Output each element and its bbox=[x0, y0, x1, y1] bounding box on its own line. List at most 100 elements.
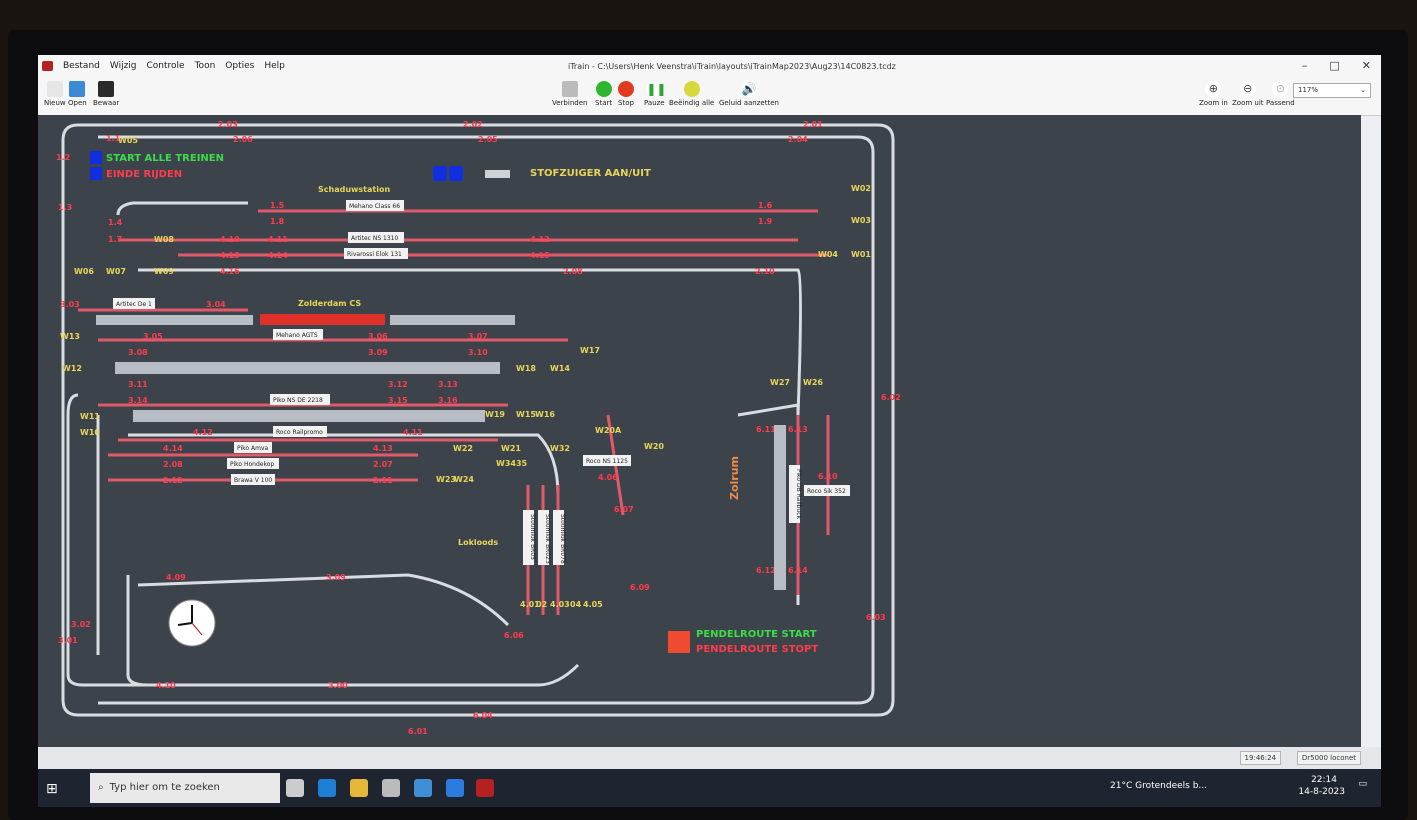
block-label: 4.03 bbox=[550, 600, 570, 609]
photos-icon[interactable] bbox=[414, 779, 432, 797]
new-file-icon bbox=[46, 81, 63, 97]
vacuum-toggle-b[interactable] bbox=[449, 166, 463, 181]
track-layout-canvas[interactable]: 1.1 1.2 1.3 1.4 1.7 2.03 2.02 2.01 2.06 … bbox=[38, 115, 1361, 747]
start-icon bbox=[595, 81, 612, 97]
end-driving-toggle[interactable] bbox=[90, 167, 102, 180]
sound-button[interactable]: 🔊 Geluid aanzetten bbox=[719, 81, 779, 107]
stop-button[interactable]: Stop bbox=[618, 81, 634, 107]
train-box[interactable] bbox=[273, 329, 323, 340]
block-label: 3.16 bbox=[438, 396, 458, 405]
switch-label: W32 bbox=[550, 444, 570, 453]
speaker-icon: 🔊 bbox=[740, 81, 757, 97]
end-all-button[interactable]: Beëindig alle bbox=[669, 81, 714, 107]
block-label: 2.04 bbox=[788, 135, 808, 144]
block-label: 2.01 bbox=[803, 120, 823, 129]
screen: Bestand Wijzig Controle Toon Opties Help… bbox=[38, 55, 1381, 807]
maximize-icon[interactable]: □ bbox=[1329, 59, 1340, 72]
block-label: 3.11 bbox=[128, 380, 148, 389]
minimize-icon[interactable]: – bbox=[1301, 59, 1308, 72]
train-box[interactable] bbox=[804, 485, 850, 496]
itrain-taskbar-icon[interactable] bbox=[476, 779, 494, 797]
train-label: Mehano Class 66 bbox=[349, 203, 400, 210]
train-box[interactable] bbox=[789, 465, 800, 523]
itrain-logo-icon bbox=[42, 61, 53, 71]
train-box[interactable] bbox=[270, 394, 330, 405]
start-button[interactable]: Start bbox=[595, 81, 612, 107]
train-box[interactable] bbox=[523, 510, 534, 565]
clock-date[interactable]: 14-8-2023 bbox=[1298, 787, 1345, 797]
train-box[interactable] bbox=[344, 248, 408, 259]
block-label: 6.12 bbox=[756, 566, 776, 575]
train-box[interactable] bbox=[553, 510, 564, 565]
train-label: Stoomlok BR05 bbox=[529, 514, 536, 560]
edge-icon[interactable] bbox=[318, 779, 336, 797]
zoom-in-button[interactable]: ⊕ Zoom in bbox=[1199, 81, 1228, 107]
train-box[interactable] bbox=[583, 455, 631, 466]
train-box[interactable] bbox=[227, 458, 279, 469]
menu-help[interactable]: Help bbox=[264, 61, 285, 71]
open-button[interactable]: Open bbox=[68, 81, 87, 107]
switch-label: W18 bbox=[516, 364, 536, 373]
menu-opties[interactable]: Opties bbox=[225, 61, 255, 71]
zoom-out-button[interactable]: ⊖ Zoom uit bbox=[1232, 81, 1264, 107]
train-box[interactable] bbox=[348, 232, 404, 243]
block-label: 3.00 bbox=[328, 681, 348, 690]
block-label: 3.09 bbox=[326, 573, 346, 582]
store-icon[interactable] bbox=[382, 779, 400, 797]
control-labels: START ALLE TREINEN EINDE RIJDEN PENDELRO… bbox=[90, 151, 818, 655]
train-box[interactable] bbox=[113, 298, 155, 309]
new-button[interactable]: Nieuw bbox=[44, 81, 66, 107]
zoom-select[interactable]: 117%⌄ bbox=[1293, 83, 1371, 98]
windows-taskbar: ⊞ ⌕Typ hier om te zoeken 21°C Grotendeel… bbox=[38, 769, 1381, 807]
switch-label: W05 bbox=[118, 136, 138, 145]
switch-label: W26 bbox=[803, 378, 823, 387]
train-box[interactable] bbox=[234, 442, 272, 453]
file-explorer-icon[interactable] bbox=[350, 779, 368, 797]
block-label: 4.15 bbox=[530, 251, 550, 260]
block-label: 3.15 bbox=[388, 396, 408, 405]
train-box[interactable] bbox=[346, 200, 404, 211]
task-view-icon[interactable] bbox=[286, 779, 304, 797]
block-label: 6.06 bbox=[504, 631, 524, 640]
block-label: 2.08 bbox=[163, 460, 183, 469]
block-label: 4.10 bbox=[220, 235, 240, 244]
switch-label: W09 bbox=[154, 267, 174, 276]
status-controller[interactable]: Dr5000 loconet bbox=[1296, 751, 1361, 765]
train-label: Brawa V 100 bbox=[234, 477, 272, 484]
block-label: 4.10 bbox=[156, 681, 176, 690]
status-time: 19:46:24 bbox=[1239, 751, 1281, 765]
notification-icon[interactable]: ▭ bbox=[1358, 779, 1367, 789]
menu-wijzig[interactable]: Wijzig bbox=[109, 61, 137, 71]
connect-button[interactable]: Verbinden bbox=[552, 81, 587, 107]
menu-toon[interactable]: Toon bbox=[194, 61, 216, 71]
menu-controle[interactable]: Controle bbox=[146, 61, 185, 71]
zoom-out-icon: ⊖ bbox=[1239, 81, 1256, 97]
save-button[interactable]: Bewaar bbox=[93, 81, 119, 107]
switch-label: W19 bbox=[485, 410, 505, 419]
block-label: 1.4 bbox=[108, 218, 123, 227]
weather-widget[interactable]: 21°C Grotendeels b... bbox=[1110, 781, 1207, 791]
main-station-label: Zolderdam CS bbox=[298, 299, 361, 308]
taskbar-search-box[interactable]: ⌕Typ hier om te zoeken bbox=[90, 773, 280, 803]
train-label: Roco Railpromo bbox=[276, 429, 323, 436]
close-icon[interactable]: ✕ bbox=[1361, 59, 1371, 72]
train-box[interactable] bbox=[538, 510, 549, 565]
windows-start-icon[interactable]: ⊞ bbox=[46, 781, 58, 797]
block-label: 4.13 bbox=[373, 444, 393, 453]
shuttle-route-toggle[interactable] bbox=[668, 631, 690, 653]
clock-time[interactable]: 22:14 bbox=[1311, 775, 1337, 785]
fit-button[interactable]: ⊙ Passend bbox=[1266, 81, 1295, 107]
clock-hand-second bbox=[191, 622, 203, 636]
mail-icon[interactable] bbox=[446, 779, 464, 797]
train-label: Stoomlok BR023 bbox=[544, 514, 551, 564]
train-box[interactable] bbox=[273, 426, 327, 437]
train-box[interactable] bbox=[231, 474, 275, 485]
shuttle-start-label: PENDELROUTE START bbox=[696, 629, 817, 640]
start-all-toggle[interactable] bbox=[90, 151, 102, 164]
block-label: 6.04 bbox=[473, 711, 493, 720]
menu-bestand[interactable]: Bestand bbox=[63, 61, 100, 71]
vacuum-toggle-a[interactable] bbox=[433, 166, 447, 181]
connect-icon bbox=[561, 81, 578, 97]
block-label: 4.14 bbox=[268, 251, 288, 260]
pause-button[interactable]: ❚❚ Pauze bbox=[644, 81, 667, 107]
